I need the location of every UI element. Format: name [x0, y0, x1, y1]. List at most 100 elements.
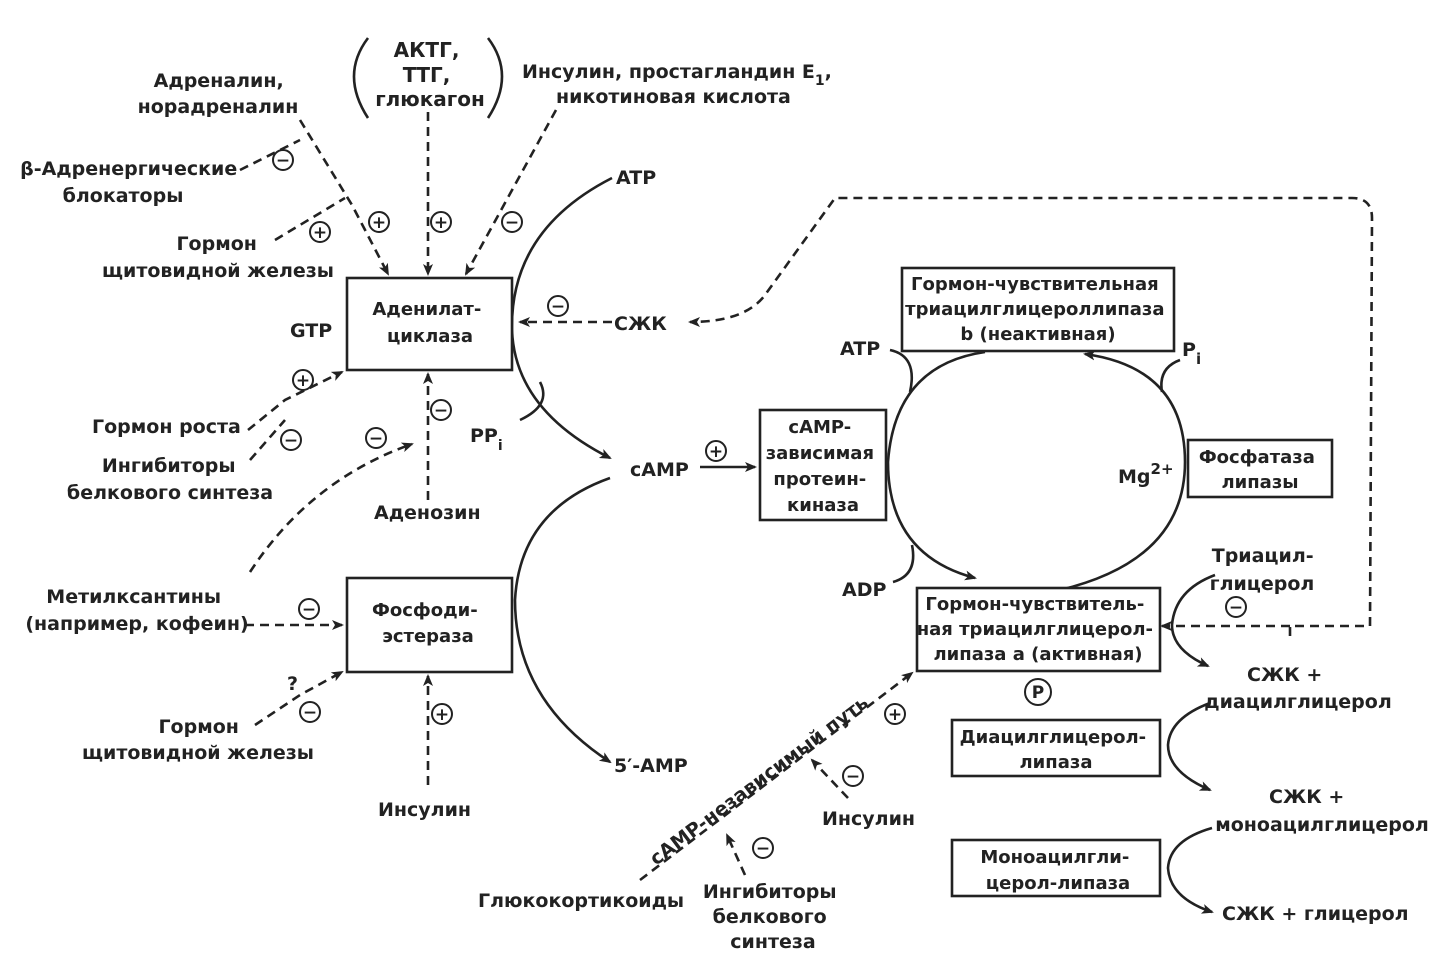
cycle-right-arc — [1059, 350, 1187, 592]
text-protein-kinase: cAMP- зависимая протеин- киназа — [766, 417, 881, 516]
label-ffa-dag: СЖК + диацилглицерол — [1204, 664, 1392, 713]
box-mag-lipase — [950, 838, 1162, 898]
svg-text:−: − — [284, 431, 298, 451]
text-adenylate-cyclase: Аденилат- циклаза — [372, 299, 487, 347]
svg-text:−: − — [302, 600, 316, 620]
svg-text:−: − — [756, 839, 770, 859]
text-lipase-phosphatase: Фосфатаза липазы — [1199, 447, 1321, 493]
svg-text:P: P — [1032, 683, 1044, 703]
label-acth: АКТГ, ТТГ, глюкагон — [375, 38, 485, 111]
label-methylxanthines: Метилксантины (например, кофеин) — [25, 586, 248, 635]
arrow-thyroid-to-pde — [254, 670, 344, 727]
arrow-insulin-right — [810, 758, 849, 799]
svg-text:+: + — [709, 442, 723, 462]
label-growth-hormone: Гормон роста — [92, 416, 241, 438]
label-atp-top: ATP — [616, 167, 656, 189]
branch-ppi — [519, 381, 545, 422]
arrow-insulin-pg-to-ac — [464, 109, 558, 276]
svg-text:−: − — [1229, 598, 1243, 618]
label-adp-cycle: ADP — [842, 579, 886, 601]
label-ffa-mid: СЖК — [614, 313, 667, 335]
label-triacylglycerol: Триацил- глицерол — [1210, 545, 1321, 595]
sign-plus-adrenaline: + — [368, 211, 390, 233]
label-insulin-left: Инсулин — [378, 799, 471, 821]
arrow-glucocorticoids-path — [639, 671, 914, 882]
arc-mag — [1166, 826, 1214, 914]
loop-ffa-feedback — [688, 196, 1374, 636]
label-insulin-pg: Инсулин, простагландин E1, — [522, 61, 832, 89]
label-thyroid-bottom: Гормон щитовидной железы — [82, 716, 314, 764]
box-lipase-a — [915, 586, 1162, 673]
sign-minus-methyl-ac: − — [365, 427, 387, 449]
svg-text:−: − — [303, 703, 317, 723]
sign-minus-protein-inhib-left: − — [280, 429, 302, 451]
label-thyroid-top: Гормон щитовидной железы — [102, 233, 334, 282]
text-lipase-b: Гормон-чувствительная триацилглицероллип… — [905, 274, 1171, 345]
sign-minus-protein-inhib-bottom: − — [752, 837, 774, 859]
box-adenylate-cyclase — [345, 276, 514, 372]
sign-minus-beta: − — [272, 149, 294, 171]
arrow-methylxanthines-to-ac — [248, 442, 414, 573]
svg-text:+: + — [434, 213, 448, 233]
svg-text:−: − — [276, 151, 290, 171]
svg-text:+: + — [296, 371, 310, 391]
hook-atp — [889, 348, 914, 393]
svg-text:−: − — [551, 297, 565, 317]
label-ffa-glycerol: СЖК + глицерол — [1222, 903, 1409, 925]
box-dag-lipase — [950, 718, 1162, 778]
box-phosphodiesterase — [345, 576, 514, 674]
sign-plus-thyroid-top: + — [309, 221, 331, 243]
label-pi: Pi — [1182, 339, 1201, 368]
label-mg: Mg2+ — [1118, 460, 1174, 488]
text-mag-lipase: Моноацилгли- церол-липаза — [980, 847, 1135, 894]
box-lipase-b — [900, 266, 1176, 353]
bracket-left — [352, 37, 370, 119]
label-protein-inhib-bottom: Ингибиторы белкового синтеза — [703, 881, 843, 953]
label-ppi: PPi — [470, 425, 503, 454]
sign-plus-insulin-pde: + — [431, 703, 453, 725]
text-lipase-a: Гормон-чувствитель- ная триацилглицерол-… — [917, 594, 1160, 665]
sign-minus-insulin-pg: − — [501, 211, 523, 233]
sign-minus-thyroid-bottom: − — [299, 701, 321, 723]
arc-tag-to-ffa — [1170, 573, 1216, 668]
label-camp: cAMP — [630, 459, 689, 481]
label-beta-blockers: β-Адренергические блокаторы — [20, 158, 244, 207]
sign-plus-camp-pk: + — [705, 440, 727, 462]
line-beta-blockers — [239, 138, 301, 172]
label-gtp: GTP — [290, 320, 332, 342]
svg-text:−: − — [846, 767, 860, 787]
svg-text:+: + — [372, 213, 386, 233]
label-protein-inhib-left: Ингибиторы белкового синтеза — [67, 455, 273, 504]
arrow-thyroid-top — [274, 196, 346, 242]
arrow-protein-inhib-bottom — [725, 833, 747, 876]
hook-adp — [892, 544, 915, 584]
line-protein-inhib-left — [249, 419, 286, 461]
svg-text:+: + — [888, 705, 902, 725]
label-question: ? — [287, 673, 298, 695]
box-lipase-phosphatase — [1186, 438, 1334, 499]
svg-text:+: + — [313, 223, 327, 243]
text-phosphodiesterase: Фосфоди- эстераза — [372, 600, 484, 647]
label-adrenaline: Адреналин, норадреналин — [138, 70, 299, 118]
sign-plus-acth: + — [430, 211, 452, 233]
phospho-p-marker: P — [1024, 678, 1052, 706]
sign-minus-methyl-pde: − — [298, 598, 320, 620]
sign-minus-tag: − — [1225, 596, 1247, 618]
sign-plus-growth: + — [292, 369, 314, 391]
label-nicotinic: никотиновая кислота — [556, 86, 791, 108]
arc-camp-to-5amp — [513, 476, 612, 764]
arrow-growth-to-ac — [247, 370, 344, 432]
label-adenosine: Аденозин — [374, 502, 481, 524]
svg-text:−: − — [434, 401, 448, 421]
hook-pi — [1160, 358, 1181, 393]
svg-text:−: − — [505, 213, 519, 233]
sign-minus-adenosine: − — [430, 399, 452, 421]
bracket-right — [486, 37, 504, 119]
text-dag-lipase: Диацилглицерол- липаза — [960, 727, 1153, 773]
sign-minus-insulin-right: − — [842, 765, 864, 787]
label-atp-cycle: ATP — [840, 338, 880, 360]
label-insulin-right: Инсулин — [822, 808, 915, 830]
cycle-left-arc — [886, 350, 986, 581]
